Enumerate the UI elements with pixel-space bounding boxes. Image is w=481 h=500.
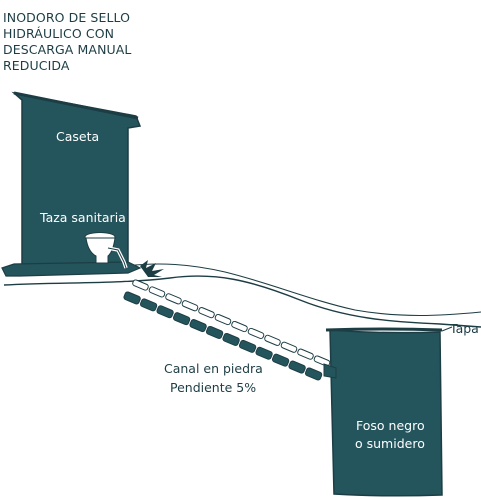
channel-stone-lower [288, 360, 306, 374]
channel-stone-upper [231, 320, 248, 333]
foso-negro-pit [323, 327, 443, 497]
channel-stone-upper [181, 300, 199, 312]
channel-stone-lower [139, 298, 158, 312]
ground-line-upper [124, 263, 481, 317]
channel-stone-lower [304, 367, 323, 381]
channel-stone-upper [247, 327, 265, 340]
caseta-shelter [1, 91, 164, 277]
foso-label-line-1: Foso negro [356, 418, 425, 433]
title-line-1: INODORO DE SELLO [3, 10, 131, 25]
channel-stone-upper [297, 348, 314, 360]
caseta-label: Caseta [56, 129, 100, 144]
channel-stone-upper [214, 313, 232, 326]
channel-stone-lower [189, 319, 207, 333]
title-line-4: REDUCIDA [3, 58, 70, 73]
title-line-3: DESCARGA MANUAL [3, 42, 132, 57]
ground-line [3, 275, 481, 328]
channel-stone-lower [205, 325, 224, 339]
channel-stone-lower [238, 339, 257, 353]
diagram-title: INODORO DE SELLO HIDRÁULICO CON DESCARGA… [3, 10, 203, 74]
foso-label-line-2: o sumidero [355, 436, 425, 451]
toilet-bowl-icon [84, 232, 128, 269]
channel-stone-upper [148, 286, 166, 298]
channel-stone-upper [280, 341, 298, 353]
channel-stone-lower [255, 346, 273, 360]
channel-stone-upper [313, 355, 331, 367]
channel-stone-upper [198, 307, 215, 319]
canal-label: Canal en piedra [164, 361, 263, 376]
title-line-2: HIDRÁULICO CON [3, 26, 115, 41]
channel-stone-lower [123, 291, 141, 305]
channel-stone-lower [172, 312, 191, 326]
channel-stone-upper [264, 334, 281, 346]
pendiente-label: Pendiente 5% [170, 380, 257, 395]
channel-stone-lower [156, 305, 174, 319]
taza-sanitaria-label: Taza sanitaria [40, 210, 126, 225]
channel-stone-lower [271, 353, 290, 367]
channel-stone-lower [222, 332, 240, 346]
stone-channel [123, 279, 331, 381]
tapa-label: Tapa [450, 321, 479, 336]
tapa-leader-line [441, 326, 453, 332]
channel-stone-upper [165, 293, 182, 305]
channel-stone-upper [132, 279, 149, 291]
